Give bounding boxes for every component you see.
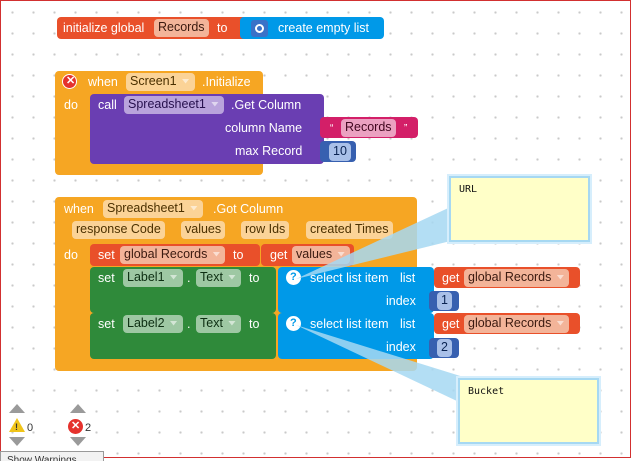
set-label-row1: set bbox=[98, 271, 115, 285]
to-label-row2: to bbox=[249, 317, 260, 331]
error-count-icon bbox=[68, 419, 83, 434]
warnings-count: 0 bbox=[27, 422, 34, 434]
error-count-icon-glyph: ✕ bbox=[71, 420, 81, 432]
index-label-2: index bbox=[386, 340, 416, 354]
got-column-event-label: .Got Column bbox=[213, 202, 284, 216]
quote-open: “ bbox=[330, 123, 334, 134]
error-icon[interactable] bbox=[62, 74, 77, 89]
call-label: call bbox=[98, 98, 117, 112]
do-label-2: do bbox=[64, 248, 78, 262]
create-empty-list-label: create empty list bbox=[278, 21, 370, 35]
error-icon-glyph: ✕ bbox=[66, 75, 76, 87]
label2-dropdown[interactable]: Label2 bbox=[123, 315, 183, 333]
column-name-param-label: column Name bbox=[225, 121, 303, 135]
text-property-dropdown-1[interactable]: Text bbox=[196, 269, 241, 287]
get-label-row1: get bbox=[442, 271, 460, 285]
when-label-2: when bbox=[64, 202, 94, 216]
column-name-value-field[interactable]: Records bbox=[341, 119, 396, 137]
gear-icon-glyph bbox=[255, 24, 264, 33]
help-icon-glyph: ? bbox=[290, 271, 297, 283]
select-list-item-label-2: select list item bbox=[310, 317, 389, 331]
spreadsheet1-event-dropdown[interactable]: Spreadsheet1 bbox=[103, 200, 203, 218]
param-values[interactable]: values bbox=[181, 221, 226, 239]
when-label: when bbox=[88, 75, 118, 89]
initialize-event-label: .Initialize bbox=[202, 75, 251, 89]
list-label-2: list bbox=[400, 317, 416, 331]
warning-icon-glyph: ! bbox=[15, 422, 18, 432]
url-comment[interactable]: URL bbox=[449, 176, 590, 242]
to-label-2: to bbox=[233, 248, 244, 262]
initialize-label: initialize global bbox=[63, 21, 145, 35]
index-value-field-2[interactable]: 2 bbox=[437, 339, 452, 357]
warning-icon bbox=[9, 418, 25, 432]
get-label: get bbox=[270, 248, 288, 262]
set-label: set bbox=[98, 248, 115, 262]
spreadsheet1-dropdown[interactable]: Spreadsheet1 bbox=[124, 96, 224, 114]
index-label-1: index bbox=[386, 294, 416, 308]
max-record-value-field[interactable]: 10 bbox=[329, 143, 351, 161]
get-values-dropdown[interactable]: values bbox=[292, 246, 351, 264]
set-label-row2: set bbox=[98, 317, 115, 331]
param-row-ids[interactable]: row Ids bbox=[241, 221, 290, 239]
do-label: do bbox=[64, 98, 78, 112]
get-label-row2: get bbox=[442, 317, 460, 331]
show-warnings-label: Show Warnings bbox=[7, 455, 77, 461]
bucket-comment-text: Bucket bbox=[468, 386, 505, 397]
create-empty-list-block[interactable] bbox=[240, 17, 384, 39]
errors-count: 2 bbox=[85, 422, 92, 434]
select-list-item-label-1: select list item bbox=[310, 271, 389, 285]
param-created-times[interactable]: created Times bbox=[306, 221, 393, 239]
max-record-param-label: max Record bbox=[235, 144, 303, 158]
screen1-dropdown[interactable]: Screen1 bbox=[126, 73, 195, 91]
text-property-dropdown-2[interactable]: Text bbox=[196, 315, 241, 333]
to-label: to bbox=[217, 21, 228, 35]
warnings-down-arrow[interactable] bbox=[9, 437, 25, 446]
warnings-up-arrow[interactable] bbox=[9, 404, 25, 413]
dot-row2: . bbox=[187, 317, 191, 331]
help-icon-glyph-2: ? bbox=[290, 317, 297, 329]
global-records-get-dropdown-2[interactable]: global Records bbox=[464, 315, 570, 333]
quote-close: ” bbox=[404, 123, 408, 134]
param-response-code[interactable]: response Code bbox=[72, 221, 165, 239]
label1-dropdown[interactable]: Label1 bbox=[123, 269, 183, 287]
dot-row1: . bbox=[187, 271, 191, 285]
global-var-name-field[interactable]: Records bbox=[154, 19, 209, 37]
global-records-get-dropdown-1[interactable]: global Records bbox=[464, 269, 570, 287]
show-warnings-button[interactable]: Show Warnings bbox=[0, 451, 104, 461]
global-records-dropdown[interactable]: global Records bbox=[120, 246, 226, 264]
set-label2-text-block[interactable] bbox=[90, 313, 276, 359]
set-label1-text-block[interactable] bbox=[90, 267, 276, 313]
list-label-1: list bbox=[400, 271, 416, 285]
index-value-field-1[interactable]: 1 bbox=[437, 292, 452, 310]
get-column-method-label: .Get Column bbox=[231, 98, 302, 112]
errors-down-arrow[interactable] bbox=[70, 437, 86, 446]
to-label-row1: to bbox=[249, 271, 260, 285]
errors-up-arrow[interactable] bbox=[70, 404, 86, 413]
url-comment-text: URL bbox=[459, 184, 478, 195]
bucket-comment[interactable]: Bucket bbox=[458, 378, 599, 444]
